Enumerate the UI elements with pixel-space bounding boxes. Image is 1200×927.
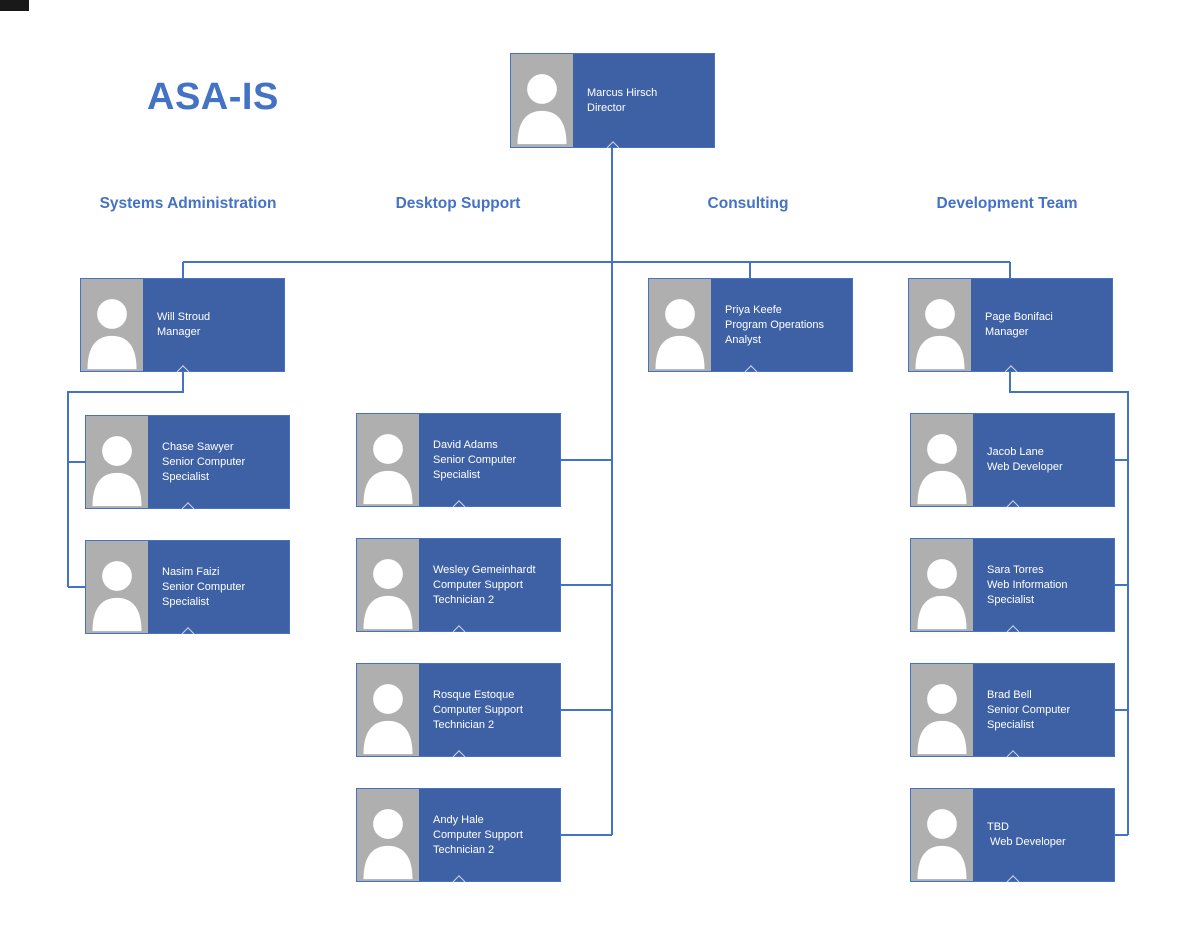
person-info: Rosque Estoque Computer Support Technici… [419, 664, 560, 756]
person-title: Senior Computer Specialist [987, 703, 1071, 731]
person-info: Marcus Hirsch Director [573, 54, 714, 147]
org-card-jacob-lane: Jacob Lane Web Developer [910, 413, 1115, 513]
org-card-brad-bell: Brad Bell Senior Computer Specialist [910, 663, 1115, 763]
chart-title: ASA-IS [147, 76, 279, 118]
person-info: Andy Hale Computer Support Technician 2 [419, 789, 560, 881]
connector-devteam [1009, 372, 1129, 835]
person-icon [92, 436, 142, 507]
photo-placeholder [357, 789, 419, 881]
person-icon [363, 434, 413, 505]
photo-placeholder [911, 539, 973, 631]
person-name: David Adams [433, 438, 498, 451]
person-info: Nasim Faizi Senior Computer Specialist [148, 541, 289, 633]
person-icon [915, 299, 965, 370]
person-name: Will Stroud [157, 311, 211, 323]
photo-placeholder [911, 664, 973, 756]
person-name: Page Bonifaci [985, 311, 1053, 323]
person-icon [917, 684, 967, 755]
person-info: Chase Sawyer Senior Computer Specialist [148, 416, 289, 508]
org-card-chase-sawyer: Chase Sawyer Senior Computer Specialist [85, 415, 290, 515]
person-title: Manager [157, 326, 201, 338]
org-card-priya-keefe: Priya Keefe Program Operations Analyst [648, 278, 853, 378]
group-heading-development-team: Development Team [936, 195, 1078, 212]
scan-edge-artifact [0, 0, 29, 11]
person-icon [363, 684, 413, 755]
person-info: Wesley Gemeinhardt Computer Support Tech… [419, 539, 560, 631]
person-name: Rosque Estoque [433, 688, 515, 701]
person-title: Computer Support Technician 2 [433, 828, 523, 856]
person-icon [517, 74, 567, 145]
photo-placeholder [81, 279, 143, 371]
person-title: Program Operations Analyst [725, 318, 825, 346]
person-name: Chase Sawyer [162, 440, 234, 453]
person-title: Web Developer [987, 836, 1066, 848]
person-title: Senior Computer Specialist [162, 455, 246, 483]
org-card-david-adams: David Adams Senior Computer Specialist [356, 413, 561, 513]
connector-sysadmin [67, 372, 184, 587]
org-card-marcus-hirsch: Marcus Hirsch Director [510, 53, 715, 154]
photo-placeholder [357, 414, 419, 506]
person-info: David Adams Senior Computer Specialist [419, 414, 560, 506]
person-info: Brad Bell Senior Computer Specialist [973, 664, 1114, 756]
person-name: Sara Torres [987, 563, 1044, 576]
photo-placeholder [86, 416, 148, 508]
person-name: Wesley Gemeinhardt [433, 563, 536, 576]
person-icon [87, 299, 137, 370]
photo-placeholder [911, 789, 973, 881]
photo-placeholder [357, 664, 419, 756]
person-name: Nasim Faizi [162, 565, 220, 578]
person-title: Manager [985, 326, 1029, 338]
photo-placeholder [649, 279, 711, 371]
person-icon [917, 559, 967, 630]
org-card-andy-hale: Andy Hale Computer Support Technician 2 [356, 788, 561, 888]
org-card-will-stroud: Will Stroud Manager [80, 278, 285, 378]
person-icon [655, 299, 705, 370]
person-name: Marcus Hirsch [587, 86, 658, 99]
person-info: Priya Keefe Program Operations Analyst [711, 279, 852, 371]
org-card-sara-torres: Sara Torres Web Information Specialist [910, 538, 1115, 638]
group-heading-systems-administration: Systems Administration [99, 195, 277, 212]
person-name: Brad Bell [987, 688, 1032, 701]
org-card-page-bonifaci: Page Bonifaci Manager [908, 278, 1113, 378]
person-icon [917, 434, 967, 505]
person-info: Will Stroud Manager [143, 279, 284, 371]
photo-placeholder [357, 539, 419, 631]
person-name: Priya Keefe [725, 303, 782, 316]
person-title: Computer Support Technician 2 [433, 578, 523, 606]
person-name: TBD [987, 821, 1009, 833]
group-heading-desktop-support: Desktop Support [395, 195, 521, 212]
photo-placeholder [911, 414, 973, 506]
person-name: Andy Hale [433, 813, 484, 826]
group-heading-consulting: Consulting [707, 195, 789, 212]
org-card-wesley-gemeinhardt: Wesley Gemeinhardt Computer Support Tech… [356, 538, 561, 638]
person-title: Web Information Specialist [987, 578, 1068, 606]
org-card-rosque-estoque: Rosque Estoque Computer Support Technici… [356, 663, 561, 763]
person-info: TBD Web Developer [973, 789, 1114, 881]
photo-placeholder [86, 541, 148, 633]
person-info: Page Bonifaci Manager [971, 279, 1112, 371]
person-info: Jacob Lane Web Developer [973, 414, 1114, 506]
person-title: Senior Computer Specialist [162, 580, 246, 608]
person-title: Senior Computer Specialist [433, 453, 517, 481]
person-icon [92, 561, 142, 632]
person-title: Computer Support Technician 2 [433, 703, 523, 731]
person-icon [363, 559, 413, 630]
photo-placeholder [511, 54, 573, 147]
person-title: Web Developer [987, 461, 1063, 473]
org-card-tbd: TBD Web Developer [910, 788, 1115, 888]
person-icon [363, 809, 413, 880]
org-card-nasim-faizi: Nasim Faizi Senior Computer Specialist [85, 540, 290, 640]
person-icon [917, 809, 967, 880]
person-info: Sara Torres Web Information Specialist [973, 539, 1114, 631]
person-title: Director [587, 101, 626, 114]
person-name: Jacob Lane [987, 446, 1044, 458]
photo-placeholder [909, 279, 971, 371]
